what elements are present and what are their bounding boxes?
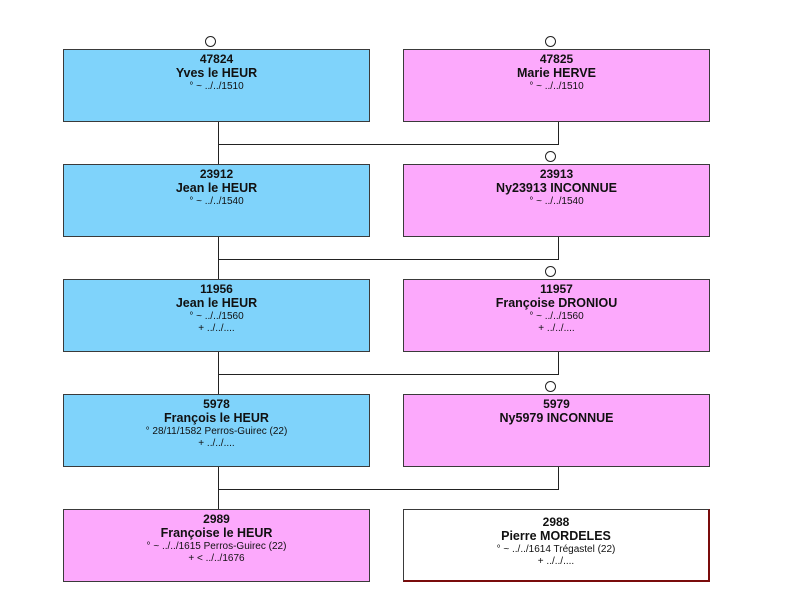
person-birth: ° ~ ../../1540: [529, 196, 584, 207]
person-number: 5978: [203, 397, 230, 411]
person-death: + ../../....: [537, 556, 575, 567]
connector-line: [218, 374, 219, 395]
person-number: 47824: [199, 52, 234, 66]
person-birth: ° ~ ../../1510: [189, 81, 244, 92]
person-box-2988[interactable]: 2988 Pierre MORDELES ° ~ ../../1614 Trég…: [403, 509, 710, 582]
person-birth: ° ~ ../../1614 Trégastel (22): [496, 544, 616, 555]
person-box-23912[interactable]: 23912 Jean le HEUR ° ~ ../../1540: [63, 164, 370, 237]
connector-line: [558, 467, 559, 489]
person-birth: ° ~ ../../1540: [189, 196, 244, 207]
expand-ancestors-circle-icon[interactable]: [545, 381, 556, 392]
person-death: + ../../....: [538, 323, 575, 334]
person-box-2989[interactable]: 2989 Françoise le HEUR ° ~ ../../1615 Pe…: [63, 509, 370, 582]
connector-line: [218, 122, 219, 144]
person-box-23913[interactable]: 23913 Ny23913 INCONNUE ° ~ ../../1540: [403, 164, 710, 237]
person-box-5979[interactable]: 5979 Ny5979 INCONNUE: [403, 394, 710, 467]
connector-line: [218, 467, 219, 489]
connector-line: [558, 352, 559, 374]
person-name: François le HEUR: [164, 411, 269, 425]
expand-ancestors-circle-icon[interactable]: [205, 36, 216, 47]
person-name: Ny5979 INCONNUE: [499, 411, 614, 425]
person-death: + ../../....: [198, 438, 235, 449]
person-birth: ° 28/11/1582 Perros-Guirec (22): [145, 426, 288, 437]
person-number: 5979: [543, 397, 570, 411]
connector-line: [558, 237, 559, 259]
person-death: + < ../../1676: [188, 553, 245, 564]
person-name: Françoise DRONIOU: [495, 296, 618, 310]
expand-ancestors-circle-icon[interactable]: [545, 266, 556, 277]
person-box-11957[interactable]: 11957 Françoise DRONIOU ° ~ ../../1560 +…: [403, 279, 710, 352]
person-number: 47825: [539, 52, 574, 66]
expand-ancestors-circle-icon[interactable]: [545, 36, 556, 47]
person-birth: ° ~ ../../1560: [529, 311, 584, 322]
person-name: Ny23913 INCONNUE: [496, 181, 617, 195]
person-name: Pierre MORDELES: [501, 529, 611, 543]
person-death: + ../../....: [198, 323, 235, 334]
person-name: Françoise le HEUR: [160, 526, 273, 540]
connector-line: [218, 374, 559, 375]
connector-line: [218, 144, 559, 145]
person-number: 23913: [539, 167, 574, 181]
person-name: Jean le HEUR: [175, 296, 258, 310]
connector-line: [218, 489, 559, 490]
connector-line: [218, 144, 219, 165]
person-name: Jean le HEUR: [175, 181, 258, 195]
person-box-5978[interactable]: 5978 François le HEUR ° 28/11/1582 Perro…: [63, 394, 370, 467]
connector-line: [218, 259, 559, 260]
connector-line: [218, 352, 219, 374]
person-name: Marie HERVE: [517, 66, 596, 80]
person-birth: ° ~ ../../1510: [529, 81, 584, 92]
connector-line: [218, 259, 219, 280]
person-number: 2989: [203, 512, 230, 526]
person-box-47825[interactable]: 47825 Marie HERVE ° ~ ../../1510: [403, 49, 710, 122]
person-box-47824[interactable]: 47824 Yves le HEUR ° ~ ../../1510: [63, 49, 370, 122]
person-name: Yves le HEUR: [175, 66, 258, 80]
connector-line: [558, 122, 559, 144]
person-birth: ° ~ ../../1560: [189, 311, 244, 322]
person-birth: ° ~ ../../1615 Perros-Guirec (22): [146, 541, 287, 552]
person-number: 2988: [542, 515, 570, 529]
expand-ancestors-circle-icon[interactable]: [545, 151, 556, 162]
connector-line: [218, 489, 219, 510]
person-number: 11956: [200, 282, 233, 296]
person-box-11956[interactable]: 11956 Jean le HEUR ° ~ ../../1560 + ../.…: [63, 279, 370, 352]
person-number: 11957: [540, 282, 573, 296]
connector-line: [218, 237, 219, 259]
person-number: 23912: [199, 167, 234, 181]
